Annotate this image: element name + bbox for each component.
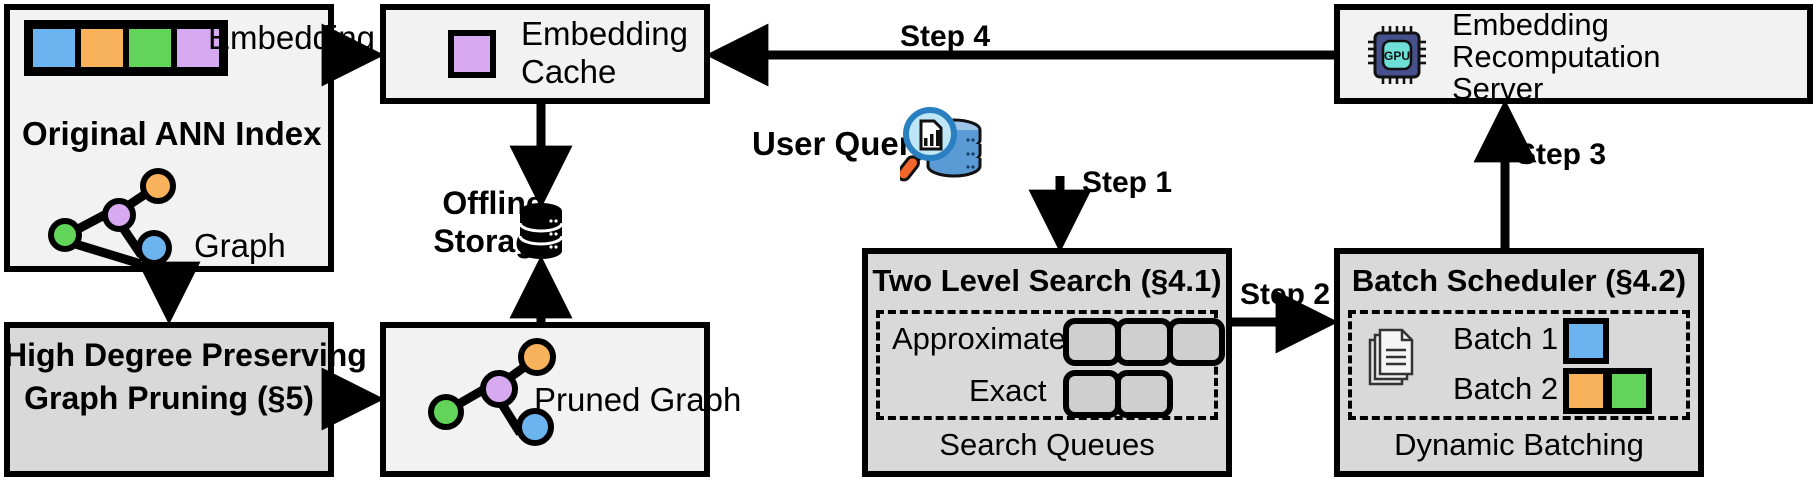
graph-node-purple xyxy=(480,370,518,408)
embedding-cache-chip xyxy=(448,30,496,78)
exact-queue-slot[interactable] xyxy=(1115,370,1173,418)
gpu-chip-icon: GPU xyxy=(1366,24,1430,86)
batch-1-chip-blue xyxy=(1563,318,1609,364)
two-level-search-title: Two Level Search (§4.1) xyxy=(872,263,1222,298)
step1-label: Step 1 xyxy=(1082,166,1173,199)
batch-2-chip-green xyxy=(1606,368,1652,414)
pruned-graph-illustration xyxy=(412,338,556,450)
graph-pruning-box xyxy=(4,322,334,477)
recomputation-server-line1: Embedding xyxy=(1452,7,1609,42)
search-queues-footer: Search Queues xyxy=(939,427,1155,462)
step4-label: Step 4 xyxy=(900,20,991,53)
embedding-cache-title-line1: Embedding xyxy=(521,15,688,52)
pruned-graph-label: Pruned Graph xyxy=(534,381,742,418)
graph-node-orange xyxy=(518,338,556,376)
graph-pruning-line2: Graph Pruning (§5) xyxy=(24,380,314,416)
graph-node-blue xyxy=(136,230,172,266)
embedding-chip-orange xyxy=(78,26,126,70)
graph-node-blue xyxy=(516,408,554,446)
exact-label: Exact xyxy=(969,373,1047,408)
approximate-queue-slot[interactable] xyxy=(1063,318,1121,366)
step2-label: Step 2 xyxy=(1240,278,1331,311)
embedding-chip-green xyxy=(126,26,174,70)
original-graph-illustration xyxy=(40,168,176,269)
approximate-label: Approximate xyxy=(892,321,1067,356)
embedding-chip-strip xyxy=(24,20,228,76)
documents-stack-icon xyxy=(1366,326,1418,388)
embedding-chip-blue xyxy=(30,26,78,70)
approximate-queue-slot[interactable] xyxy=(1167,318,1225,366)
batch-scheduler-title: Batch Scheduler (§4.2) xyxy=(1351,263,1687,298)
batch-2-label: Batch 2 xyxy=(1453,371,1559,406)
graph-node-green xyxy=(428,394,464,430)
exact-queue-slot[interactable] xyxy=(1063,370,1121,418)
dynamic-batching-footer: Dynamic Batching xyxy=(1394,427,1644,462)
database-cylinder-icon xyxy=(518,202,564,260)
graph-node-orange xyxy=(140,168,176,204)
svg-text:GPU: GPU xyxy=(1384,49,1410,63)
embedding-label: Embedding xyxy=(208,19,375,56)
user-query-label: User Query xyxy=(752,125,930,162)
embedding-chip-purple xyxy=(174,26,222,70)
graph-node-green xyxy=(48,218,82,252)
graph-node-purple xyxy=(102,198,136,232)
step3-label: Step 3 xyxy=(1516,138,1607,171)
recomputation-server-line3: Server xyxy=(1452,71,1544,106)
dynamic-batching-dashed-region xyxy=(1348,310,1690,420)
batch-1-label: Batch 1 xyxy=(1453,321,1559,356)
magnifier-database-icon xyxy=(896,104,988,184)
batch-2-chip-orange xyxy=(1563,368,1609,414)
original-ann-index-title: Original ANN Index xyxy=(22,115,322,152)
graph-pruning-line1: High Degree Preserving xyxy=(4,337,367,373)
approximate-queue-slot[interactable] xyxy=(1115,318,1173,366)
graph-label: Graph xyxy=(194,227,286,264)
recomputation-server-line2: Recomputation xyxy=(1452,39,1661,74)
embedding-cache-title-line2: Cache xyxy=(521,53,617,90)
